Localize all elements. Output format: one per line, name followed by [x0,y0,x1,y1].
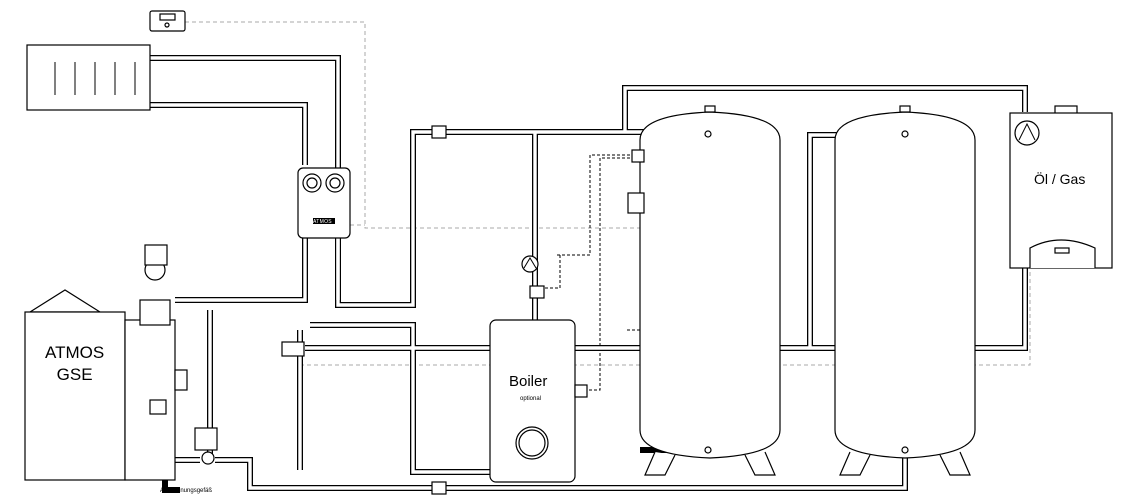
pump-group [297,167,351,239]
boiler-label-line1: ATMOS [45,343,105,362]
oil-gas-boiler [1009,105,1113,269]
room-thermostat [149,10,186,32]
radiator [26,44,151,111]
solid-fuel-boiler [24,244,218,481]
hot-water-tank-sublabel: optional [520,396,542,402]
hot-water-tank-label: Boiler [509,373,548,390]
backup-heater-label: Öl / Gas [1034,171,1086,187]
buffer-tank-1 [627,105,781,476]
pump-group-badge: ATMOS [313,219,332,225]
expansion-vessel-label: Ausdehnungsgefäß [160,488,213,494]
hot-water-tank [489,319,588,483]
buffer-tank-2 [834,105,976,476]
boiler-label-line2: GSE [56,365,93,384]
boiler-label: ATMOS GSE [45,342,104,386]
control-wiring [185,21,1031,391]
